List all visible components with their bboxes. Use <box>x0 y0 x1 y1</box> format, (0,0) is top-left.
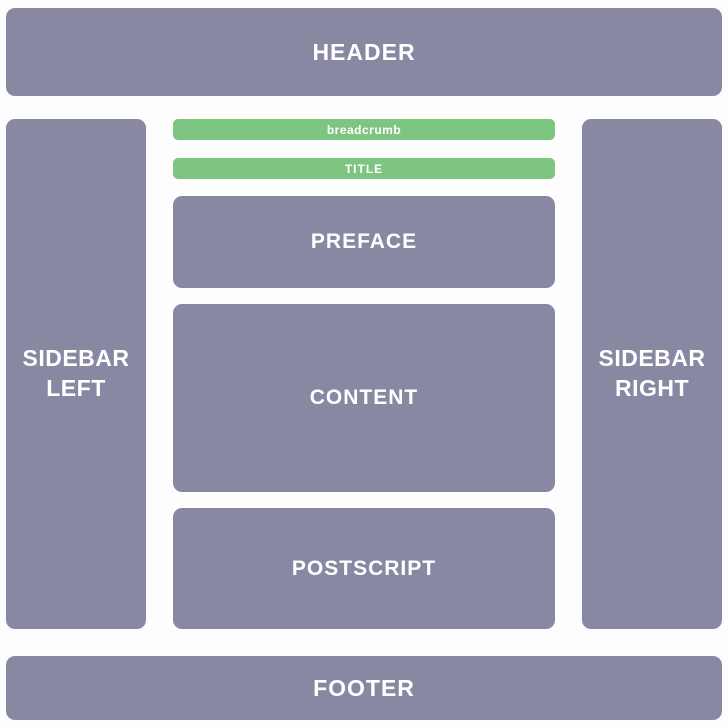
title-bar: TITLE <box>173 158 555 179</box>
sidebar-right-region: SIDEBAR RIGHT <box>582 119 722 629</box>
header-region: HEADER <box>6 8 722 96</box>
content-label: CONTENT <box>309 386 419 409</box>
sidebar-left-region: SIDEBAR LEFT <box>6 119 146 629</box>
center-column: breadcrumb TITLE PREFACE CONTENT POSTSCR… <box>173 119 555 629</box>
breadcrumb-label: breadcrumb <box>326 122 402 137</box>
header-label: HEADER <box>312 38 416 65</box>
footer-label: FOOTER <box>313 674 415 701</box>
title-label: TITLE <box>344 161 384 176</box>
breadcrumb-bar: breadcrumb <box>173 119 555 140</box>
sidebar-right-label: SIDEBAR RIGHT <box>598 345 706 401</box>
postscript-region: POSTSCRIPT <box>173 508 555 629</box>
content-region: CONTENT <box>173 304 555 492</box>
footer-region: FOOTER <box>6 656 722 720</box>
preface-region: PREFACE <box>173 196 555 288</box>
sidebar-left-label: SIDEBAR LEFT <box>22 345 130 401</box>
preface-label: PREFACE <box>310 230 418 253</box>
middle-row: SIDEBAR LEFT breadcrumb TITLE PREFACE CO… <box>6 119 722 629</box>
postscript-label: POSTSCRIPT <box>291 556 437 580</box>
